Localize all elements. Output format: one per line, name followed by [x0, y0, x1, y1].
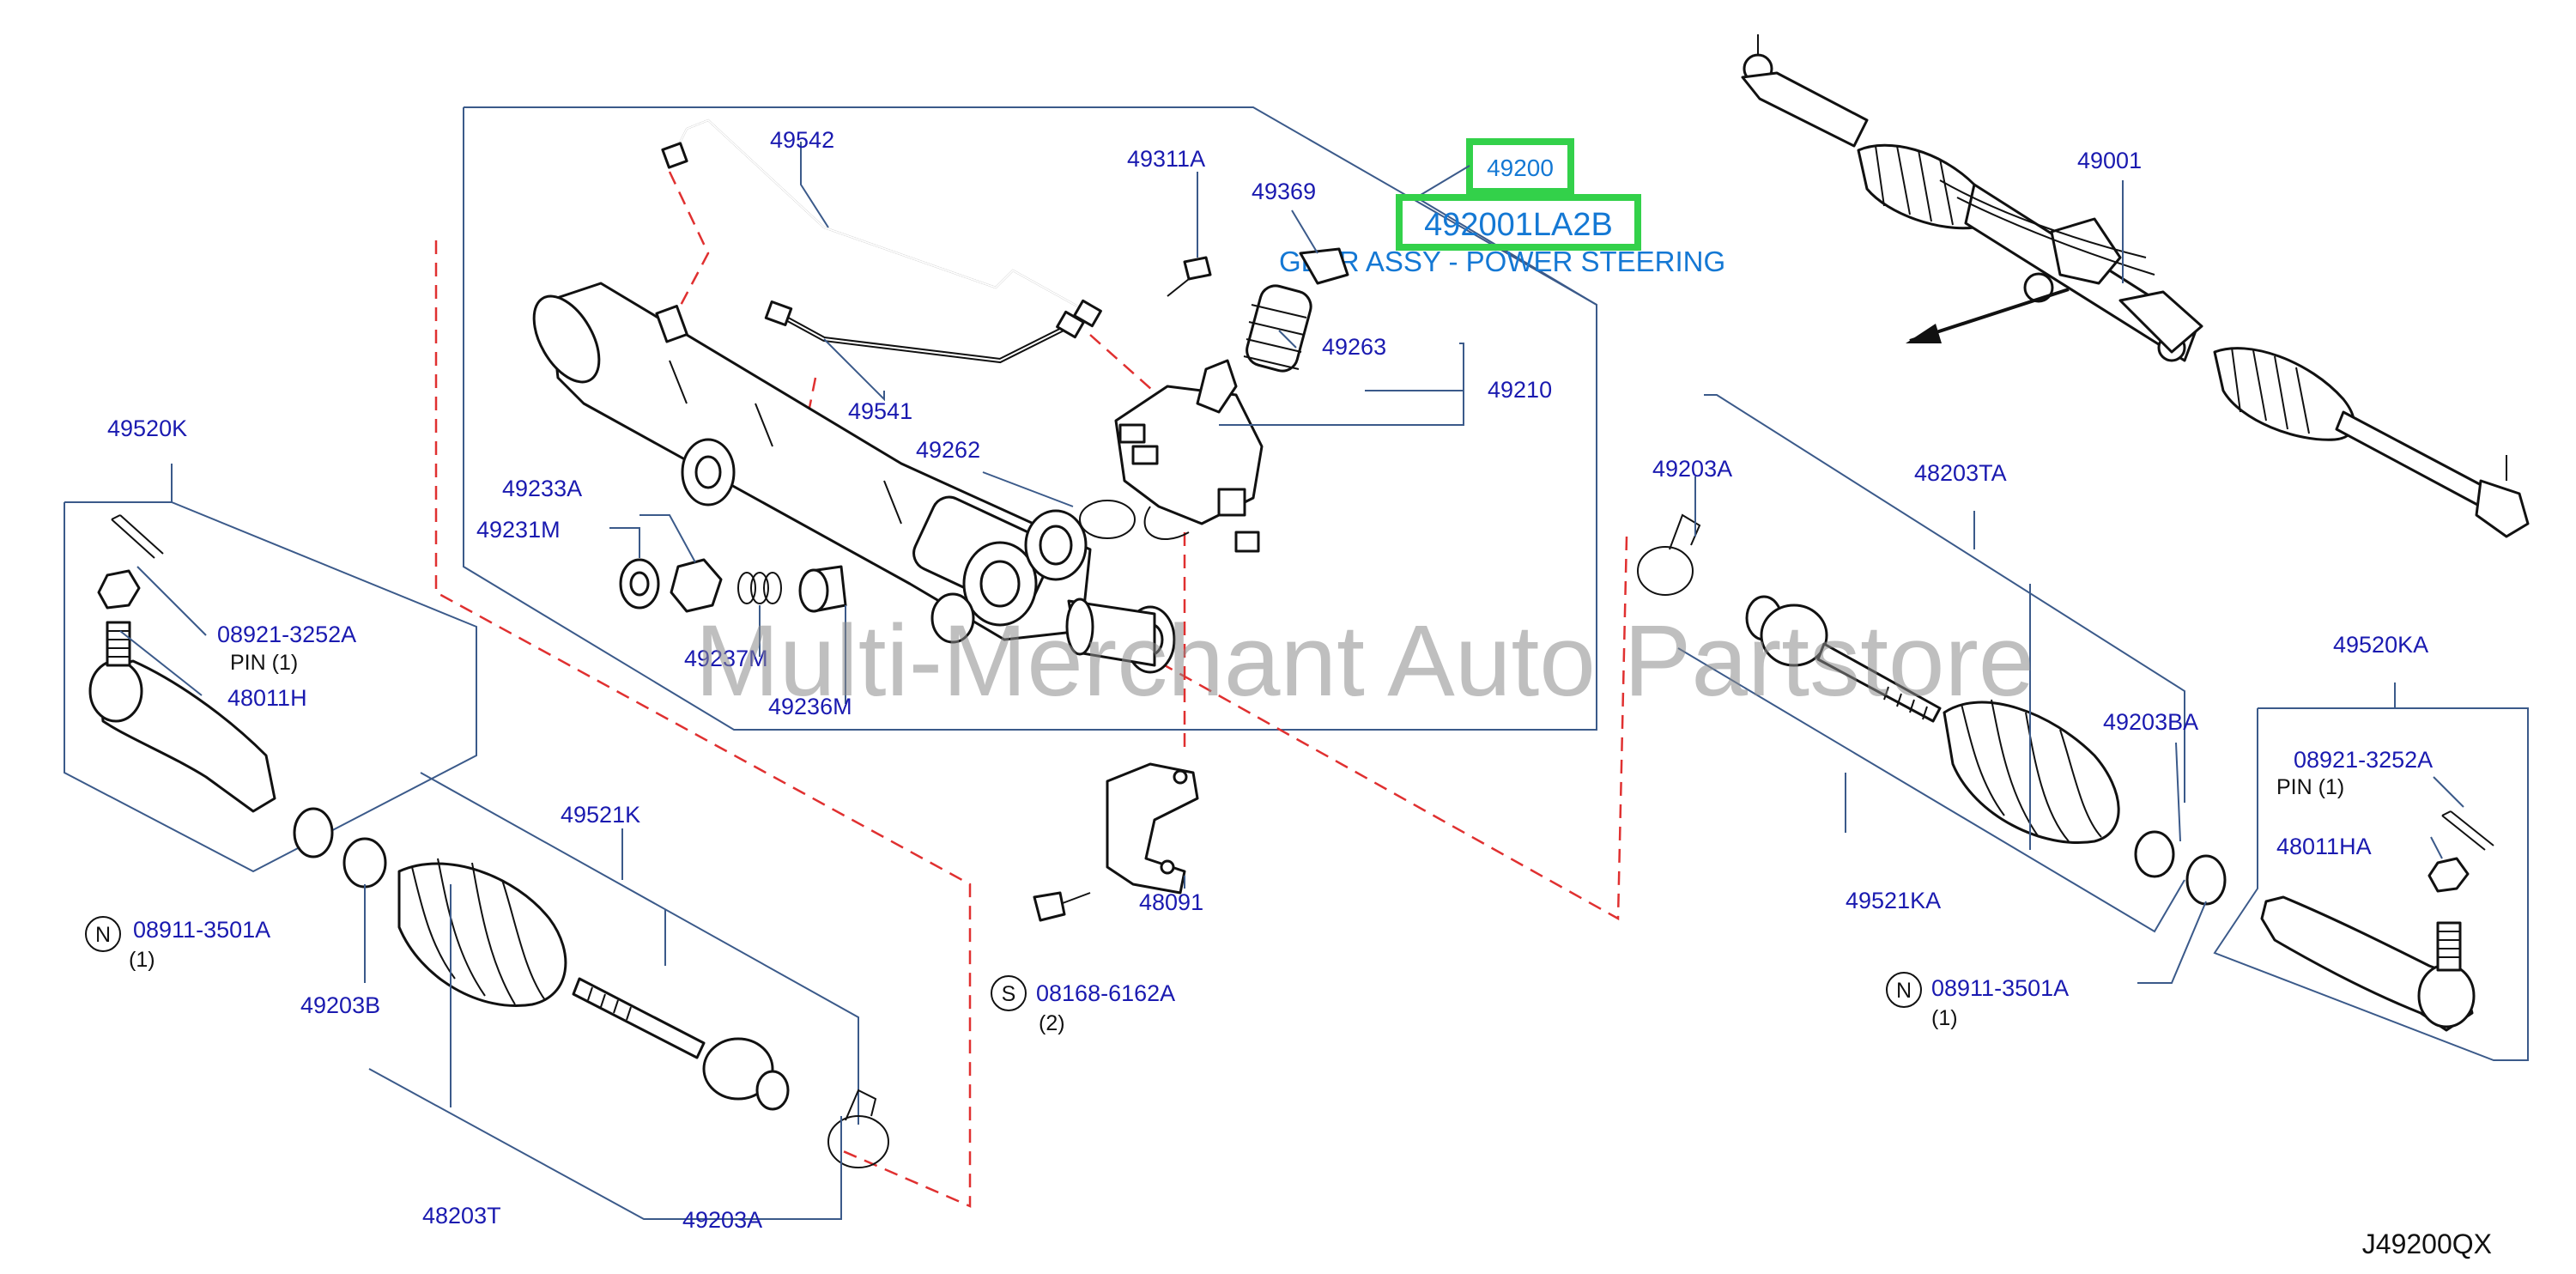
left-dashed-boundary	[434, 240, 972, 1208]
bushing-49231M-inner	[629, 571, 650, 597]
label-48091: 48091	[1139, 889, 1203, 915]
qty-n-left: (1)	[129, 948, 155, 972]
tie-rod-end-48011HA	[2260, 895, 2476, 1032]
label-48011H: 48011H	[227, 685, 307, 711]
bushing-49236M	[798, 565, 847, 613]
label-49520KA: 49520KA	[2333, 632, 2428, 658]
control-valve	[1114, 359, 1264, 553]
steering-gear-assembly-49001	[1741, 34, 2530, 538]
pressure-pipe-49542	[661, 118, 1102, 328]
group-number-leader-2	[1415, 197, 1597, 306]
leader-lines	[119, 142, 2464, 1220]
qty-n-right: (1)	[1931, 1006, 1958, 1030]
clamp-49203A-left	[827, 1115, 889, 1168]
nut-08911-left	[293, 807, 334, 858]
circle-s	[991, 975, 1027, 1011]
pipe-dashed-line	[668, 171, 710, 327]
nut-08911-right	[2185, 854, 2227, 906]
label-49203A-bottom: 49203A	[682, 1207, 762, 1233]
clamp-49203B	[342, 837, 387, 889]
cap-49369	[1299, 247, 1349, 285]
label-49236M: 49236M	[768, 694, 852, 719]
nut-08921-right	[2428, 857, 2470, 893]
label-49521K: 49521K	[561, 802, 640, 828]
left-boot-box	[420, 772, 859, 1125]
boot-48203T	[397, 858, 567, 1007]
label-08921-3252A-right: 08921-3252A	[2294, 747, 2433, 773]
tie-rod-end-48011H	[88, 621, 276, 813]
label-49521KA: 49521KA	[1846, 888, 1941, 913]
nut-49233A	[670, 558, 723, 613]
circle-s-letter: S	[1002, 982, 1016, 1006]
label-pin-right: PIN (1)	[2276, 775, 2344, 799]
clamp-49203A-left-tab	[845, 1089, 877, 1121]
part-number-highlight[interactable]	[1396, 194, 1641, 251]
label-49210: 49210	[1488, 377, 1552, 403]
label-08921-3252A-left: 08921-3252A	[217, 622, 356, 647]
label-49542: 49542	[770, 127, 834, 153]
circle-n-right	[1886, 972, 1922, 1008]
label-49237M: 49237M	[684, 646, 768, 671]
right-boot-box-2	[1677, 647, 2185, 933]
nut-08921-left	[97, 569, 141, 610]
bracket-48091	[1106, 762, 1199, 895]
circle-n-right-letter: N	[1896, 979, 1912, 1003]
cotter-pin-left	[111, 514, 164, 559]
right-boot-box	[1704, 394, 2185, 803]
bolt-49311A	[1167, 256, 1212, 297]
group-number: 49200	[1487, 155, 1554, 181]
label-49311A: 49311A	[1127, 146, 1205, 172]
label-48203TA: 48203TA	[1914, 460, 2007, 486]
label-49263: 49263	[1322, 334, 1386, 360]
label-49001: 49001	[2077, 148, 2142, 173]
screw-08168-6162A	[1033, 891, 1091, 922]
label-08911-3501A-left: 08911-3501A	[133, 917, 270, 943]
rack-housing	[532, 282, 1176, 674]
cotter-pin-right	[2441, 810, 2494, 851]
circle-n-left-letter: N	[95, 923, 111, 947]
label-49520K: 49520K	[107, 416, 187, 441]
right-outer-box	[2213, 707, 2529, 1061]
o-ring-49262	[1079, 500, 1136, 539]
right-dashed-boundary	[1141, 536, 1628, 921]
watermark: Multi-Merchant Auto Partstore	[695, 604, 2035, 718]
label-48203T: 48203T	[422, 1203, 501, 1228]
label-49203A-right: 49203A	[1652, 456, 1732, 482]
circle-n-left	[85, 916, 121, 952]
clamp-49203BA	[2134, 830, 2175, 878]
boot-48203TA	[1943, 699, 2120, 844]
inner-socket-49521K	[572, 977, 790, 1111]
group-number-leader	[1415, 165, 1470, 198]
label-49369: 49369	[1252, 179, 1316, 204]
diagram-code: J49200QX	[2362, 1228, 2492, 1259]
label-49233A: 49233A	[502, 476, 582, 501]
label-48011HA: 48011HA	[2276, 834, 2372, 859]
label-pin-left: PIN (1)	[230, 651, 298, 675]
dust-seal-49263	[1243, 284, 1312, 373]
label-49262: 49262	[916, 437, 980, 463]
label-49231M: 49231M	[476, 517, 561, 543]
pressure-pipe-49541	[764, 300, 1085, 364]
label-08168-6162A: 08168-6162A	[1036, 980, 1175, 1006]
label-49203B: 49203B	[300, 992, 380, 1018]
left-boot-box-2	[368, 1068, 841, 1220]
direction-arrowhead	[1906, 324, 1942, 343]
label-49541: 49541	[848, 398, 912, 424]
spring-49237M	[737, 572, 782, 604]
qty-s: (2)	[1039, 1011, 1065, 1035]
label-08911-3501A-right: 08911-3501A	[1931, 975, 2069, 1001]
part-number[interactable]: 492001LA2B	[1424, 207, 1613, 243]
part-description: GEAR ASSY - POWER STEERING	[1279, 246, 1725, 277]
clamp-49203A-right	[1637, 546, 1694, 596]
label-49203BA: 49203BA	[2103, 709, 2198, 735]
gear-assy-box	[463, 106, 1597, 731]
inner-socket-49521KA	[1745, 595, 1942, 723]
valve-dashed-line	[1089, 334, 1169, 434]
